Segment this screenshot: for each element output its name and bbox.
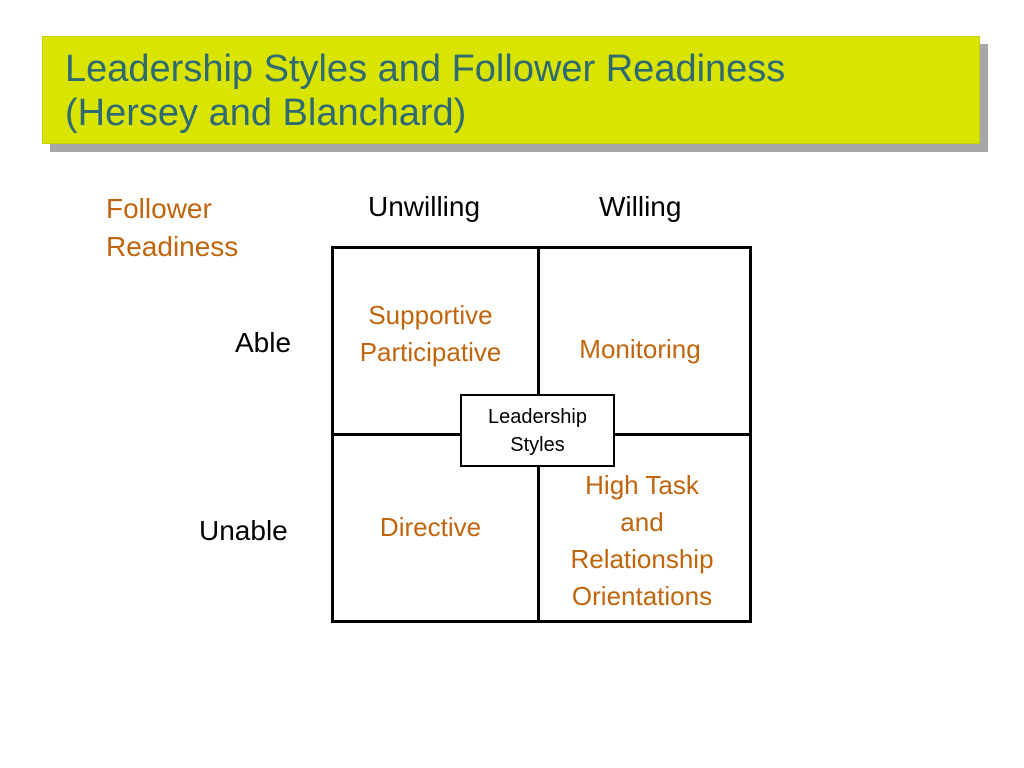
- cell-unable-willing-line2: and: [620, 507, 664, 537]
- leadership-styles-line2: Styles: [510, 433, 565, 456]
- follower-readiness-line2: Readiness: [106, 231, 239, 262]
- cell-unable-willing-line3: Relationship: [570, 544, 714, 574]
- cell-unable-willing-line1: High Task: [585, 470, 699, 500]
- cell-able-unwilling-line2: Participative: [359, 337, 502, 367]
- column-header-unwilling: Unwilling: [368, 191, 481, 222]
- cell-unable-willing-line4: Orientations: [571, 581, 713, 611]
- slide-title-line1: Leadership Styles and Follower Readiness: [65, 48, 786, 90]
- column-header-willing: Willing: [599, 191, 682, 222]
- follower-readiness-label: Follower Readiness: [106, 190, 238, 266]
- row-header-unable: Unable: [199, 515, 288, 546]
- title-banner: Leadership Styles and Follower Readiness…: [42, 36, 980, 144]
- cell-able-unwilling-line1: Supportive: [368, 300, 493, 330]
- cell-unable-willing: High Task and Relationship Orientations: [540, 467, 744, 615]
- cell-able-willing: Monitoring: [579, 334, 701, 364]
- row-header-able: Able: [235, 327, 292, 358]
- slide-title-line2: (Hersey and Blanchard): [65, 92, 467, 134]
- leadership-styles-line1: Leadership: [488, 405, 587, 428]
- leadership-styles-box: Leadership Styles: [460, 394, 615, 467]
- cell-unable-unwilling: Directive: [379, 512, 482, 542]
- cell-able-unwilling: Supportive Participative: [334, 297, 527, 371]
- follower-readiness-line1: Follower: [106, 193, 212, 224]
